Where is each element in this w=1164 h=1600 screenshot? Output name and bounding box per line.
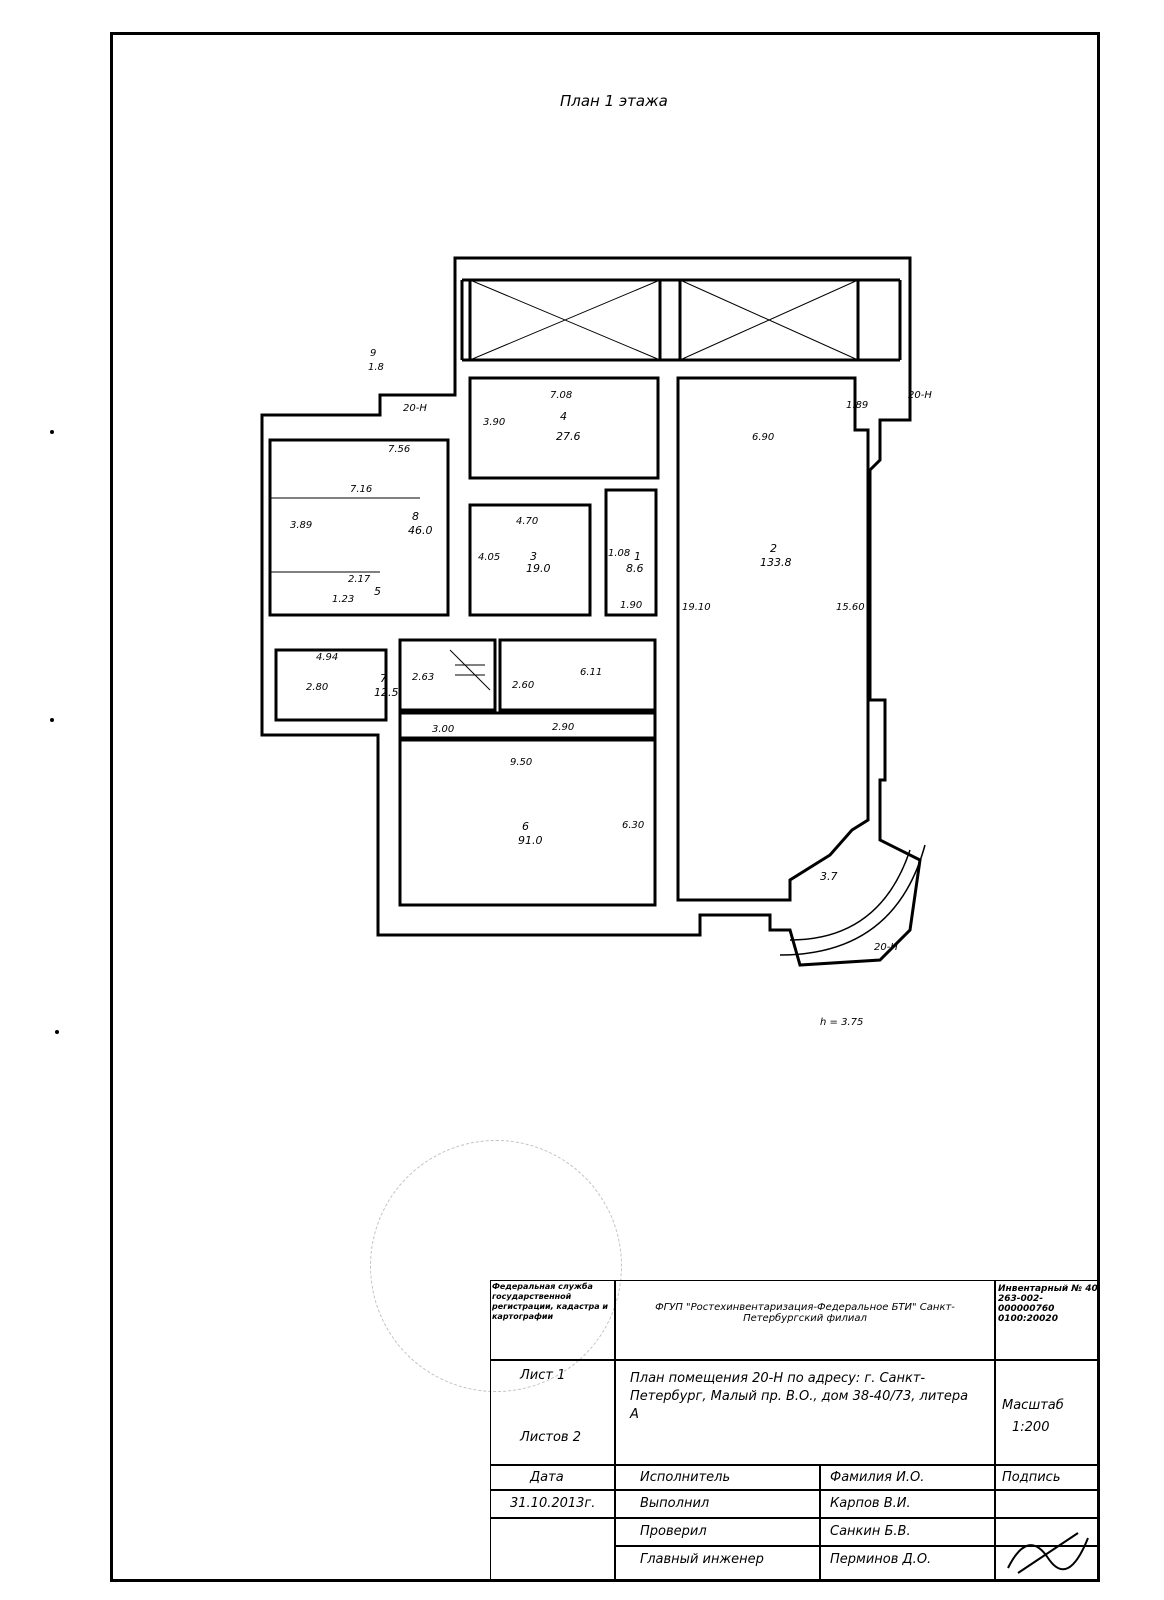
room-number: 3 [530,550,537,563]
dimension-label: 1.89 [846,400,868,411]
height-note: h = 3.75 [820,1017,863,1028]
room-area: 133.8 [760,556,792,569]
name-checked: Санкин Б.В. [830,1524,911,1539]
dimension-label: 6.11 [580,667,602,678]
dimension-label: 2.63 [412,672,434,683]
dimension-label: 6.30 [622,820,644,831]
dimension-label: 19.10 [682,602,711,613]
role-executed: Выполнил [640,1496,710,1511]
margin-dot [50,430,54,434]
role-checked: Проверил [640,1524,707,1539]
dimension-label: 4.94 [316,652,338,663]
entrance-label: 20-Н [874,942,898,953]
name-executed: Карпов В.И. [830,1496,911,1511]
room-number: 5 [374,585,381,598]
dimension-label: 9.50 [510,757,532,768]
col-role: Исполнитель [640,1470,731,1485]
dimension-label: 3.90 [483,417,505,428]
entrance-label: 20-Н [403,403,427,414]
room-number: 7 [380,672,387,685]
col-name: Фамилия И.О. [830,1470,925,1485]
seal-stamp [370,1140,622,1392]
room-area: 12.5 [374,686,399,699]
dimension-label: 3.00 [432,724,454,735]
dimension-label: 6.90 [752,432,774,443]
drawing-frame [110,32,1100,1582]
dimension-label: 2.17 [348,574,371,585]
plan-description: План помещения 20-Н по адресу: г. Санкт-… [630,1371,969,1422]
margin-dot [50,718,54,722]
room-area: 91.0 [518,834,543,847]
plan-title: План 1 этажа [560,92,668,110]
dimension-label: 7.16 [350,484,372,495]
dimension-label: 1.23 [332,594,354,605]
col-date: Дата [530,1470,564,1485]
room-number: 6 [522,820,529,833]
sheets-total: Листов 2 [520,1430,581,1445]
date-value: 31.10.2013г. [510,1496,596,1511]
dimension-label: 3.89 [290,520,312,531]
room-number: 3.7 [820,870,838,883]
room-area: 27.6 [556,430,581,443]
signature [1007,1532,1089,1574]
dimension-label: 15.60 [836,602,865,613]
name-chief: Перминов Д.О. [830,1552,932,1567]
mark-9-area: 1.8 [368,362,384,373]
dimension-label: 2.90 [552,722,574,733]
scale-value: 1:200 [1012,1420,1050,1435]
inventory-number: Инвентарный № 40 263-002-000000760 0100:… [998,1284,1098,1324]
room-area: 19.0 [526,562,551,575]
role-chief: Главный инженер [640,1552,764,1567]
dimension-label: 7.56 [388,444,410,455]
title-block-grid [490,1280,1100,1582]
title-block: Федеральная служба государственной регис… [490,1280,1100,1582]
room-area: 46.0 [408,524,433,537]
dimension-label: 1.90 [620,600,642,611]
dimension-label: 2.80 [306,682,328,693]
margin-dot [55,1030,59,1034]
dimension-label: 7.08 [550,390,572,401]
room-number: 1 [634,550,641,563]
scale-label: Масштаб [1002,1398,1064,1413]
room-number: 8 [412,510,419,523]
dimension-label: 1.08 [608,548,630,559]
room-number: 4 [560,410,567,423]
dimension-label: 2.60 [512,680,534,691]
sheet-number: Лист 1 [520,1368,566,1383]
entrance-label: 20-Н [908,390,932,401]
org-left: Федеральная служба государственной регис… [492,1282,608,1321]
dimension-label: 4.05 [478,552,500,563]
room-area: 8.6 [626,562,644,575]
room-number: 2 [770,542,777,555]
mark-9-num: 9 [370,348,376,359]
org-main: ФГУП "Ростехинвентаризация-Федеральное Б… [655,1302,955,1324]
col-sign: Подпись [1002,1470,1061,1485]
dimension-label: 4.70 [516,516,538,527]
